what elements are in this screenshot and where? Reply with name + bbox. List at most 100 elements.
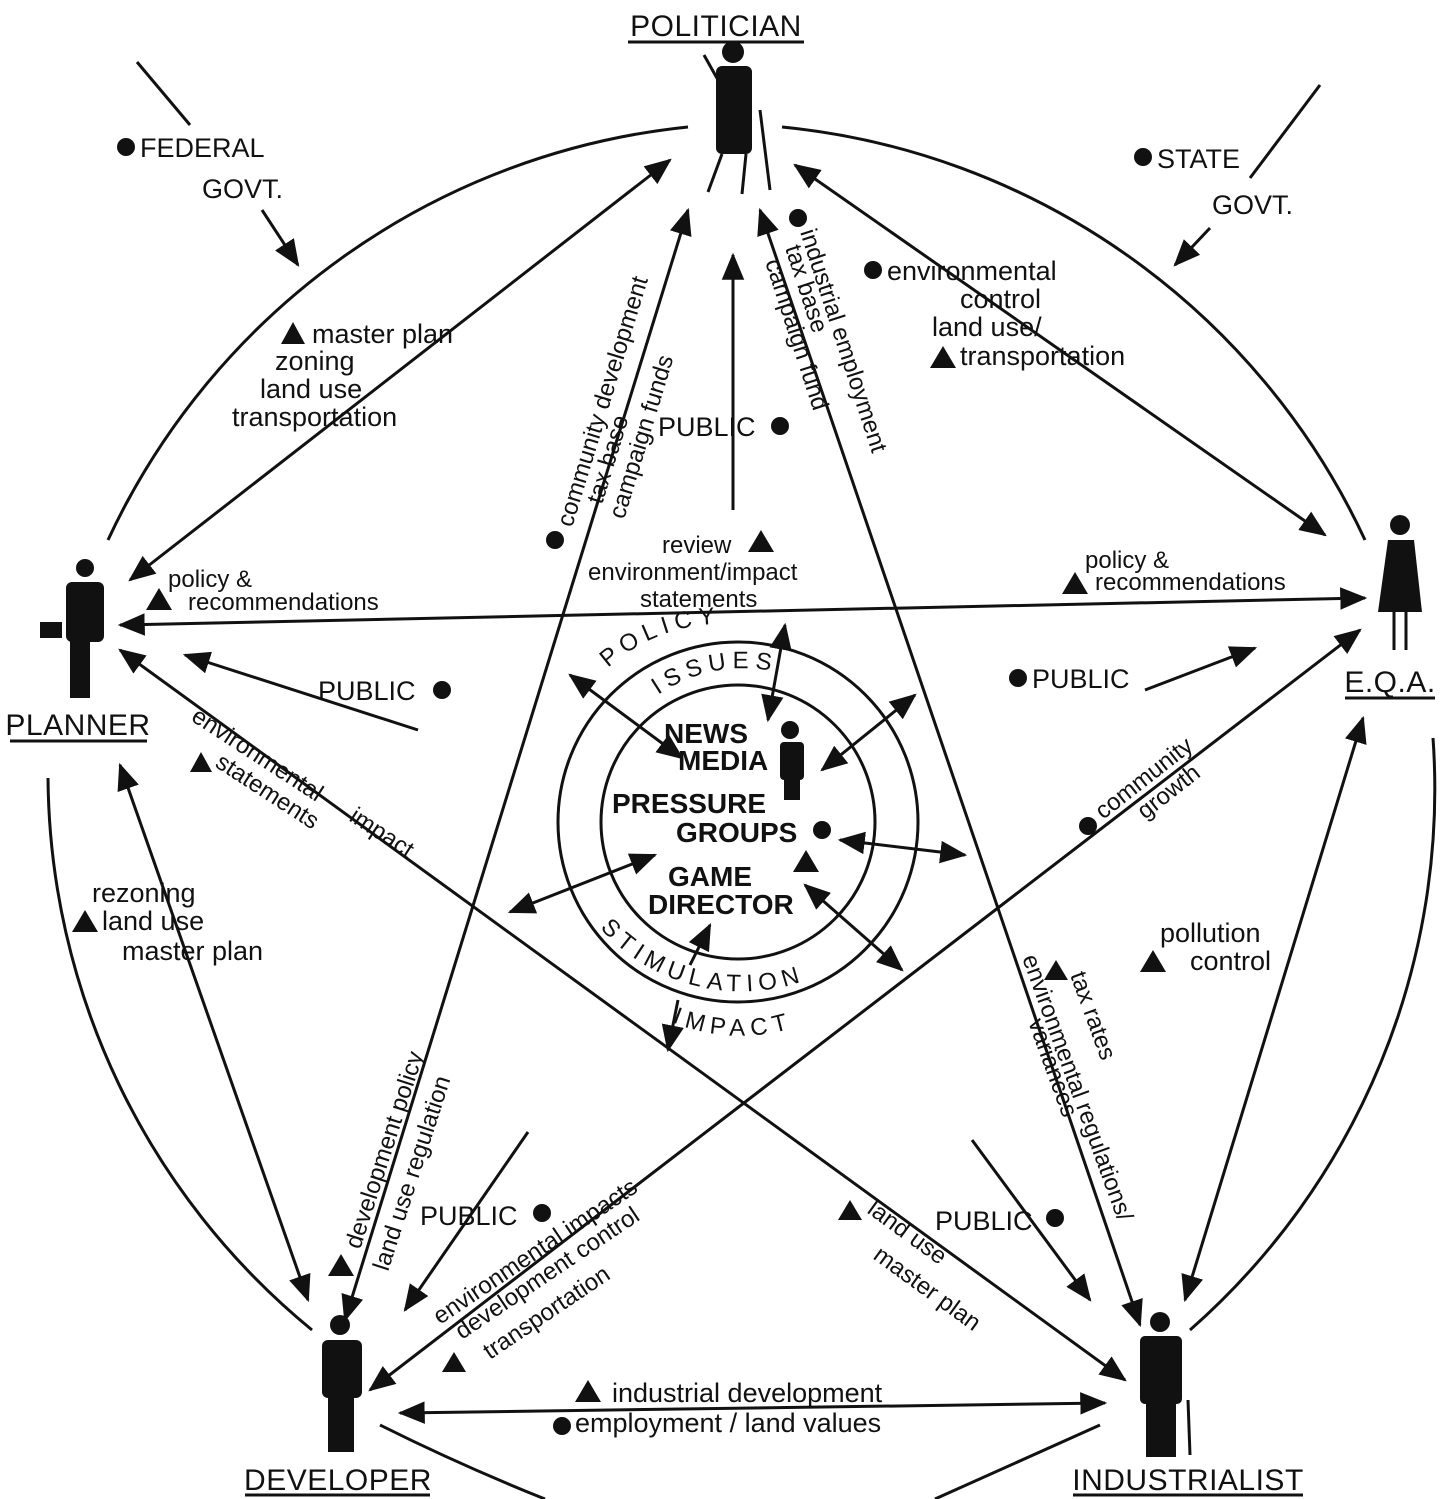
center-outer-ring (556, 640, 920, 1004)
svg-text:employment / land values: employment / land values (575, 1408, 881, 1438)
flow-review: review environment/impact statements (588, 530, 798, 613)
flow-tax-rates: tax rates environmental regulations/ var… (1016, 951, 1138, 1225)
svg-text:control: control (960, 284, 1041, 314)
flow-pollution-control: pollution control (1140, 918, 1271, 976)
flow-community-growth: community growth (1079, 732, 1205, 835)
svg-text:control: control (1190, 946, 1271, 976)
center-arrow-review (761, 622, 792, 723)
svg-text:PRESSURE: PRESSURE (612, 788, 766, 819)
arrow-public-to-developer (403, 1131, 530, 1312)
industrialist-figure (1140, 1312, 1192, 1457)
flow-development-policy: development policy land use regulation (328, 1048, 456, 1276)
federal-line-2: GOVT. (202, 174, 283, 204)
politician-figure (702, 41, 772, 195)
outer-arc-top-right (781, 125, 1367, 541)
arrow-planner-developer (117, 762, 311, 1303)
svg-text:GAME: GAME (668, 861, 752, 892)
federal-line-1: FEDERAL (140, 133, 265, 163)
role-politician: POLITICIAN (628, 10, 804, 44)
svg-text:policy &: policy & (1085, 547, 1169, 574)
svg-text:industrial development: industrial development (612, 1378, 883, 1408)
svg-text:NEWS: NEWS (664, 718, 748, 749)
public-label: PUBLIC (658, 412, 756, 442)
role-developer: DEVELOPER (244, 1464, 432, 1497)
state-tail (1248, 84, 1322, 179)
arrow-eqa-industrialist (1181, 715, 1367, 1303)
state-line-2: GOVT. (1212, 190, 1293, 220)
svg-text:transportation: transportation (960, 341, 1125, 371)
arrow-planner-politician (128, 158, 672, 582)
news-media-figure (780, 721, 804, 800)
flow-policy-left: policy & recommendations (146, 566, 379, 616)
public-left: PUBLIC (318, 676, 451, 706)
arrow-public-to-eqa (1144, 646, 1258, 692)
svg-text:pollution: pollution (1160, 918, 1261, 948)
flow-community-development: community development tax base campaign … (546, 273, 679, 549)
ring-impact: IMPACT (670, 1002, 796, 1041)
center-pressure-groups: PRESSURE GROUPS (612, 788, 831, 872)
public-top: PUBLIC (658, 412, 789, 442)
svg-text:zoning: zoning (275, 346, 355, 376)
svg-text:master plan: master plan (122, 936, 263, 966)
outer-arc-right (1189, 737, 1437, 1332)
public-label: PUBLIC (318, 676, 416, 706)
svg-text:recommendations: recommendations (1095, 569, 1286, 596)
flow-policy-right: policy & recommendations (1062, 547, 1286, 596)
federal-tail (135, 61, 192, 126)
center-game-director: GAME DIRECTOR (648, 861, 794, 920)
eqa-label: E.Q.A. (1344, 666, 1435, 699)
role-eqa: E.Q.A. (1344, 666, 1435, 700)
svg-text:transportation: transportation (232, 402, 397, 432)
center-inner-ring (599, 683, 877, 961)
svg-text:land use: land use (260, 374, 362, 404)
public-bottom-left: PUBLIC (420, 1201, 551, 1231)
arrow-public-to-planner (182, 651, 419, 732)
svg-text:impact: impact (345, 802, 419, 863)
svg-text:land use: land use (102, 906, 204, 936)
public-right: PUBLIC (1009, 664, 1130, 694)
role-industrialist: INDUSTRIALIST (1072, 1464, 1304, 1497)
eqa-figure (1378, 515, 1422, 650)
center-news-media: NEWS MEDIA (664, 718, 768, 776)
svg-text:environmental: environmental (887, 256, 1057, 286)
center-arrow-upper-right (820, 693, 917, 772)
svg-text:recommendations: recommendations (188, 589, 379, 616)
arrow-politician-eqa (793, 163, 1327, 537)
flow-rezoning: rezoning land use master plan (72, 878, 263, 966)
svg-text:MEDIA: MEDIA (678, 745, 768, 776)
outer-arc-bottom-left (379, 1423, 546, 1499)
public-label: PUBLIC (1032, 664, 1130, 694)
svg-text:DIRECTOR: DIRECTOR (648, 889, 794, 920)
public-bottom-right: PUBLIC (935, 1206, 1064, 1236)
svg-text:land use/: land use/ (932, 312, 1042, 342)
planner-figure (40, 559, 104, 698)
center-arrow-lower-right (803, 883, 904, 972)
developer-label: DEVELOPER (244, 1464, 432, 1497)
public-label: PUBLIC (935, 1206, 1033, 1236)
star-line-planner-eqa (117, 587, 1368, 636)
svg-text:master plan: master plan (312, 319, 453, 349)
flow-politician-eqa: environmental control land use/ transpor… (864, 256, 1125, 371)
center-arrow-impact (661, 999, 684, 1053)
planner-label: PLANNER (5, 709, 150, 742)
arrow-state-govt (1173, 226, 1212, 267)
outer-arc-bottom-right (934, 1423, 1101, 1499)
center-arrow-game-director (688, 922, 712, 966)
svg-text:policy &: policy & (168, 566, 252, 593)
center-arrow-left (507, 853, 658, 914)
svg-text:environment/impact: environment/impact (588, 559, 798, 586)
arrow-federal-govt (260, 209, 300, 267)
developer-figure (322, 1315, 362, 1452)
ring-issues: ISSUES (647, 647, 780, 700)
center-arrow-upper-left (568, 673, 684, 760)
svg-text:GROUPS: GROUPS (676, 817, 797, 848)
public-label: PUBLIC (420, 1201, 518, 1231)
role-planner: PLANNER (5, 709, 150, 743)
federal-govt-label: FEDERAL GOVT. (117, 133, 283, 204)
state-line-1: STATE (1157, 144, 1240, 174)
outer-arc-left (46, 777, 313, 1332)
industrialist-label: INDUSTRIALIST (1072, 1464, 1304, 1497)
svg-text:rezoning: rezoning (92, 878, 196, 908)
svg-text:statements: statements (640, 586, 757, 613)
